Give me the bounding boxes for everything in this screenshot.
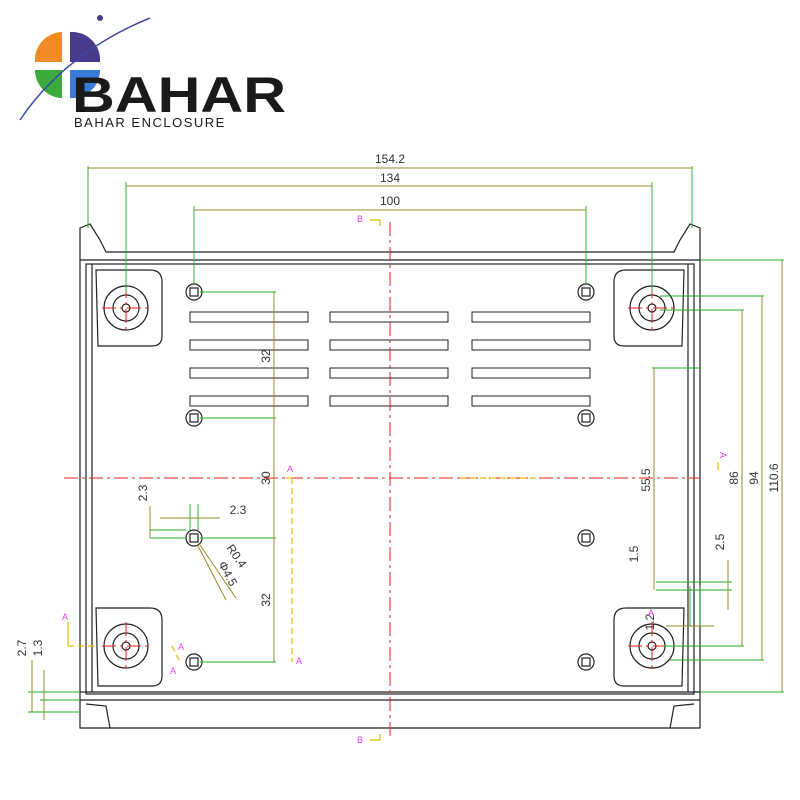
dim-vertical-32-bottom: 32: [259, 593, 273, 607]
logo-emblem: [19, 15, 151, 121]
section-marker-a-right: A: [718, 452, 728, 458]
section-marker-b-top: B: [357, 214, 363, 224]
section-marker-a-boss: A: [178, 642, 184, 652]
dim-offset-1-2: 1.2: [643, 613, 657, 630]
section-marker-a-boss-right: A: [648, 608, 654, 618]
dimension-lines: [31, 167, 783, 720]
brand-name: BAHAR: [72, 67, 286, 123]
dim-left-1-3: 1.3: [31, 639, 45, 656]
dim-left-2-7: 2.7: [15, 639, 29, 656]
extension-lines: [28, 166, 784, 713]
dim-offset-1-5: 1.5: [627, 545, 641, 562]
section-marker-b-bottom: B: [357, 735, 363, 745]
section-marker-a-bottom: A: [296, 656, 302, 666]
dim-vertical-32-top: 32: [259, 349, 273, 363]
dim-hole-spacing: 100: [380, 194, 400, 208]
section-marker-a-boss-lower: A: [170, 666, 176, 676]
dim-offset-2-3-horizontal: 2.3: [230, 503, 247, 517]
dim-height-110-6: 110.6: [767, 463, 781, 492]
section-markers: [67, 219, 719, 741]
ventilation-slots: [189, 311, 591, 407]
section-line-a: [68, 477, 540, 663]
brand-subtitle: BAHAR ENCLOSURE: [74, 115, 226, 130]
dim-height-55-5: 55.5: [639, 468, 653, 492]
dim-height-86: 86: [727, 471, 741, 485]
dim-overall-width: 154.2: [375, 152, 405, 166]
bahar-logo: BAHAR BAHAR ENCLOSURE: [19, 15, 286, 130]
section-marker-a-center: A: [287, 464, 293, 474]
dim-inner-width: 134: [380, 171, 400, 185]
dim-vertical-30: 30: [259, 471, 273, 485]
section-marker-a-left: A: [62, 612, 68, 622]
corner-boss-bottom-left: [95, 607, 163, 687]
centerlines: [64, 222, 700, 740]
dim-offset-2-5: 2.5: [713, 533, 727, 550]
dim-offset-2-3-vertical: 2.3: [136, 484, 150, 501]
dim-height-94: 94: [747, 471, 761, 485]
